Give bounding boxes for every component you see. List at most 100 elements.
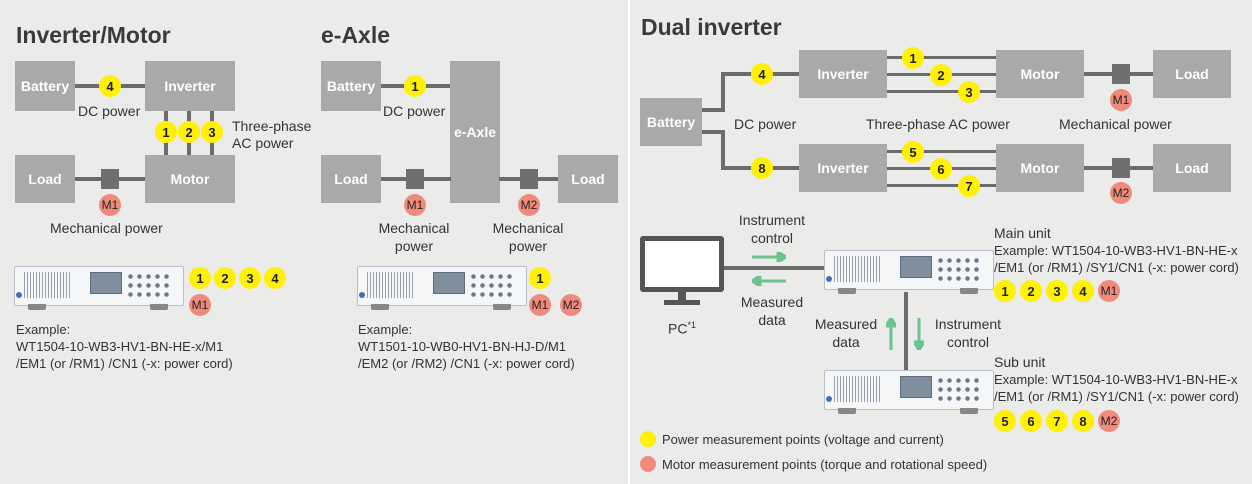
eaxle-point-m1: M1 (404, 194, 426, 216)
eaxle-mech1-a: Mechanical (378, 220, 450, 236)
measured-2a: Measured (814, 316, 878, 332)
dual-point-2: 2 (930, 64, 952, 86)
dc-power-label: DC power (78, 103, 141, 119)
sub-point-8: 8 (1072, 410, 1094, 432)
dual-motor-bottom: Motor (996, 144, 1084, 192)
dual-point-7: 7 (958, 175, 980, 197)
battery-block: Battery (15, 61, 75, 111)
main-point-4: 4 (1072, 280, 1094, 302)
main-unit-example-2: /EM1 (or /RM1) /SY1/CN1 (-x: power cord) (994, 260, 1239, 275)
point-3: 3 (201, 121, 223, 143)
eaxle-device-point-m2: M2 (560, 294, 582, 316)
eaxle-power-analyzer-device (357, 266, 527, 310)
device-point-4: 4 (264, 267, 286, 289)
main-point-1: 1 (994, 280, 1016, 302)
arrow-up-icon (886, 318, 896, 350)
dual-point-3: 3 (958, 81, 980, 103)
eaxle-title: e-Axle (321, 22, 391, 48)
eaxle-point-m2: M2 (518, 194, 540, 216)
sub-point-7: 7 (1046, 410, 1068, 432)
eaxle-device-point-1: 1 (529, 267, 551, 289)
main-unit-label: Main unit (994, 225, 1051, 241)
point-4: 4 (99, 75, 121, 97)
motor-block: Motor (145, 155, 235, 203)
instr-control-2b: control (946, 334, 990, 350)
instr-control-1b: control (750, 230, 794, 246)
dual-split-top (701, 108, 725, 112)
three-phase-label: Three-phase (232, 118, 312, 134)
legend-power-swatch (640, 431, 656, 447)
device-point-m1: M1 (189, 294, 211, 316)
dual-point-m2: M2 (1110, 182, 1132, 204)
dual-dc-power-label: DC power (734, 116, 797, 132)
inverter-block: Inverter (145, 61, 235, 111)
pc-label: PC*1 (668, 320, 696, 337)
main-point-2: 2 (1020, 280, 1042, 302)
dual-point-1: 1 (902, 47, 924, 69)
sub-unit-label: Sub unit (994, 354, 1046, 370)
dual-three-phase-label: Three-phase AC power (866, 116, 1010, 132)
measured-2b: data (832, 334, 860, 350)
legend-power-label: Power measurement points (voltage and cu… (662, 432, 944, 447)
eaxle-mech1-b: power (394, 238, 434, 254)
point-2: 2 (178, 121, 200, 143)
dual-ac-bottom-3 (887, 184, 997, 187)
dual-motor-top: Motor (996, 50, 1084, 98)
example-model-line2: /EM1 (or /RM1) /CN1 (-x: power cord) (16, 356, 233, 371)
inverter-motor-title: Inverter/Motor (16, 22, 171, 48)
eaxle-device-point-m1: M1 (529, 294, 551, 316)
panel-divider (628, 0, 630, 484)
eaxle-point-1: 1 (404, 75, 426, 97)
example-model-line1: WT1504-10-WB3-HV1-BN-HE-x/M1 (16, 339, 224, 354)
ac-power-label: AC power (232, 135, 294, 151)
arrow-right-icon (752, 252, 786, 262)
eaxle-example-line2: /EM2 (or /RM2) /CN1 (-x: power cord) (358, 356, 575, 371)
dual-torque-sensor-bottom (1112, 158, 1130, 178)
eaxle-block: e-Axle (450, 61, 500, 203)
load-block: Load (15, 155, 75, 203)
instr-control-1a: Instrument (738, 212, 806, 228)
main-unit-device (824, 250, 994, 294)
example-label: Example: (16, 322, 71, 337)
point-m1: M1 (99, 194, 121, 216)
sub-unit-example-1: Example: WT1504-10-WB3-HV1-BN-HE-x (994, 372, 1238, 387)
dual-split-bottom (701, 130, 725, 134)
legend-motor-swatch (640, 456, 656, 472)
torque-sensor (101, 169, 119, 189)
sub-point-6: 6 (1020, 410, 1042, 432)
dual-point-m1: M1 (1110, 89, 1132, 111)
dual-ac-top-1 (887, 56, 997, 59)
sub-unit-device (824, 370, 994, 414)
eaxle-example-label: Example: (358, 322, 413, 337)
arrow-down-icon (914, 318, 924, 350)
dual-torque-sensor-top (1112, 64, 1130, 84)
dual-point-4: 4 (751, 63, 773, 85)
dual-split-vbottom (721, 130, 725, 170)
device-point-2: 2 (214, 267, 236, 289)
eaxle-battery-block: Battery (321, 61, 381, 111)
dual-load-top: Load (1153, 50, 1231, 98)
arrow-left-icon (752, 276, 786, 286)
dual-inverter-bottom: Inverter (799, 144, 887, 192)
eaxle-torque-sensor-2 (520, 169, 538, 189)
pc-link (724, 266, 826, 270)
dual-point-6: 6 (930, 158, 952, 180)
power-analyzer-device (14, 266, 184, 310)
dual-ac-bottom-1 (887, 150, 997, 153)
main-point-3: 3 (1046, 280, 1068, 302)
dual-point-5: 5 (902, 141, 924, 163)
dual-inverter-title: Dual inverter (641, 14, 782, 40)
sub-unit-example-2: /EM1 (or /RM1) /SY1/CN1 (-x: power cord) (994, 389, 1239, 404)
sub-point-5: 5 (994, 410, 1016, 432)
dual-inverter-top: Inverter (799, 50, 887, 98)
eaxle-load-left: Load (321, 155, 381, 203)
device-point-3: 3 (239, 267, 261, 289)
instr-control-2a: Instrument (934, 316, 1002, 332)
eaxle-torque-sensor-1 (406, 169, 424, 189)
eaxle-load-right: Load (558, 155, 618, 203)
main-point-m1: M1 (1098, 280, 1120, 302)
main-sub-link (904, 292, 908, 372)
measured-1a: Measured (740, 294, 804, 310)
eaxle-dc-power-label: DC power (383, 103, 446, 119)
mechanical-power-label: Mechanical power (50, 220, 163, 236)
